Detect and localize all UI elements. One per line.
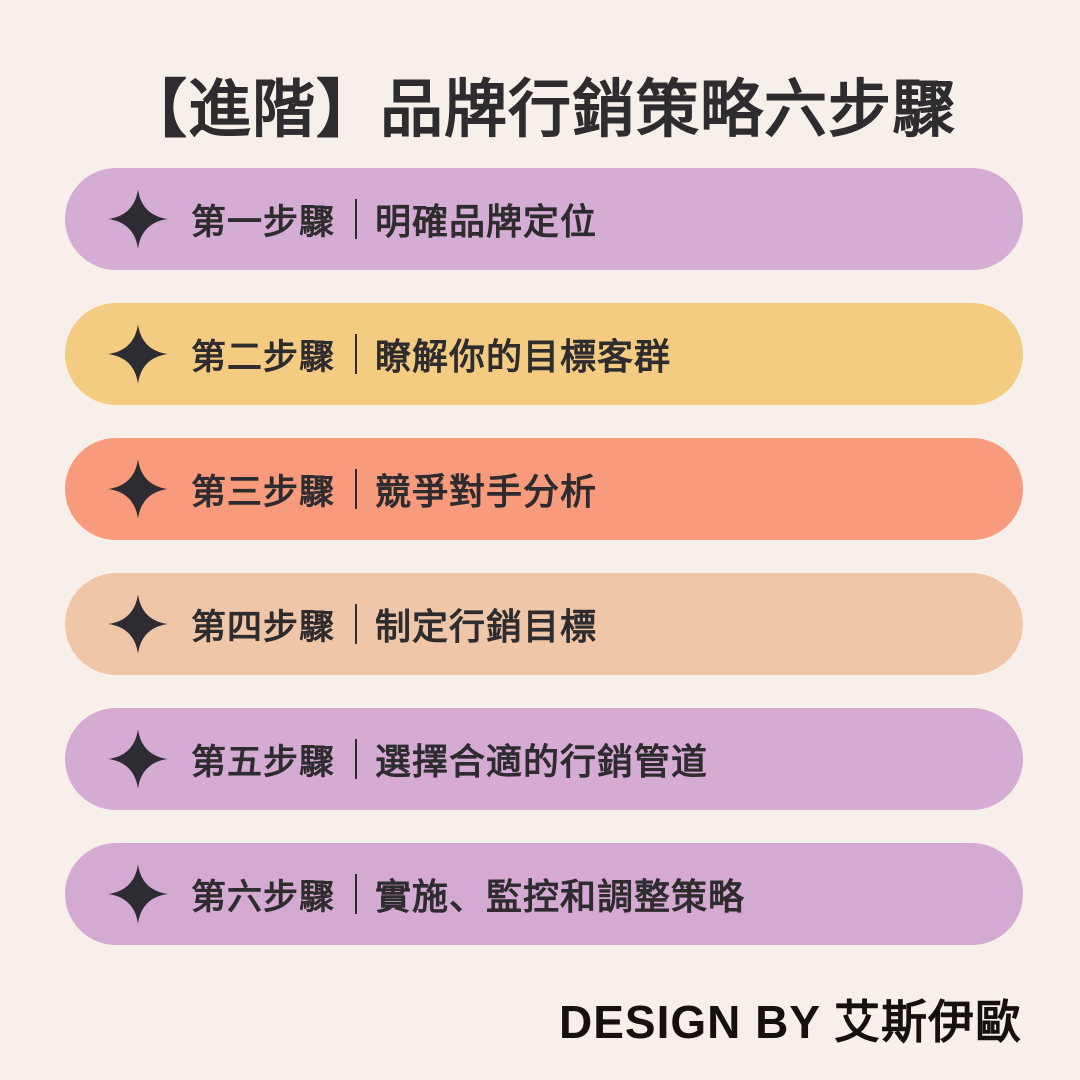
step-divider <box>355 604 358 644</box>
sparkle-four-point-star-icon <box>107 323 169 385</box>
step-label: 第三步驟 <box>191 472 336 513</box>
step-description: 瞭解你的目標客群 <box>375 337 672 378</box>
design-credit: DESIGN BY 艾斯伊歐 <box>559 986 1022 1052</box>
step-row[interactable]: 第四步驟 制定行銷目標 <box>65 573 1023 675</box>
step-label: 第五步驟 <box>191 742 336 783</box>
step-divider <box>355 334 358 374</box>
step-description: 制定行銷目標 <box>375 607 598 648</box>
step-label: 第四步驟 <box>191 607 336 648</box>
step-divider <box>355 199 358 239</box>
sparkle-four-point-star-icon <box>107 188 169 250</box>
design-credit-cjk: 艾斯伊歐 <box>834 995 1022 1049</box>
step-divider <box>355 739 358 779</box>
step-label: 第六步驟 <box>191 877 336 918</box>
step-divider <box>355 469 358 509</box>
step-label: 第二步驟 <box>191 337 336 378</box>
sparkle-four-point-star-icon <box>107 593 169 655</box>
step-description: 明確品牌定位 <box>375 202 598 243</box>
step-row[interactable]: 第五步驟 選擇合適的行銷管道 <box>65 708 1023 810</box>
page-title: 【進階】品牌行銷策略六步驟 <box>124 73 956 147</box>
step-row[interactable]: 第一步驟 明確品牌定位 <box>65 168 1023 270</box>
step-description: 實施、監控和調整策略 <box>375 877 746 918</box>
step-description: 選擇合適的行銷管道 <box>375 742 709 783</box>
step-row[interactable]: 第二步驟 瞭解你的目標客群 <box>65 303 1023 405</box>
step-divider <box>355 874 358 914</box>
sparkle-four-point-star-icon <box>107 458 169 520</box>
step-description: 競爭對手分析 <box>375 472 598 513</box>
step-label: 第一步驟 <box>191 202 336 243</box>
sparkle-four-point-star-icon <box>107 863 169 925</box>
design-credit-latin: DESIGN BY <box>559 996 834 1048</box>
step-row[interactable]: 第三步驟 競爭對手分析 <box>65 438 1023 540</box>
steps-list: 第一步驟 明確品牌定位 第二步驟 瞭解你的目標客群 第三步驟 競爭對手分析 <box>65 168 1023 945</box>
page-title-container: 【進階】品牌行銷策略六步驟 <box>0 33 1080 188</box>
step-row[interactable]: 第六步驟 實施、監控和調整策略 <box>65 843 1023 945</box>
sparkle-four-point-star-icon <box>107 728 169 790</box>
